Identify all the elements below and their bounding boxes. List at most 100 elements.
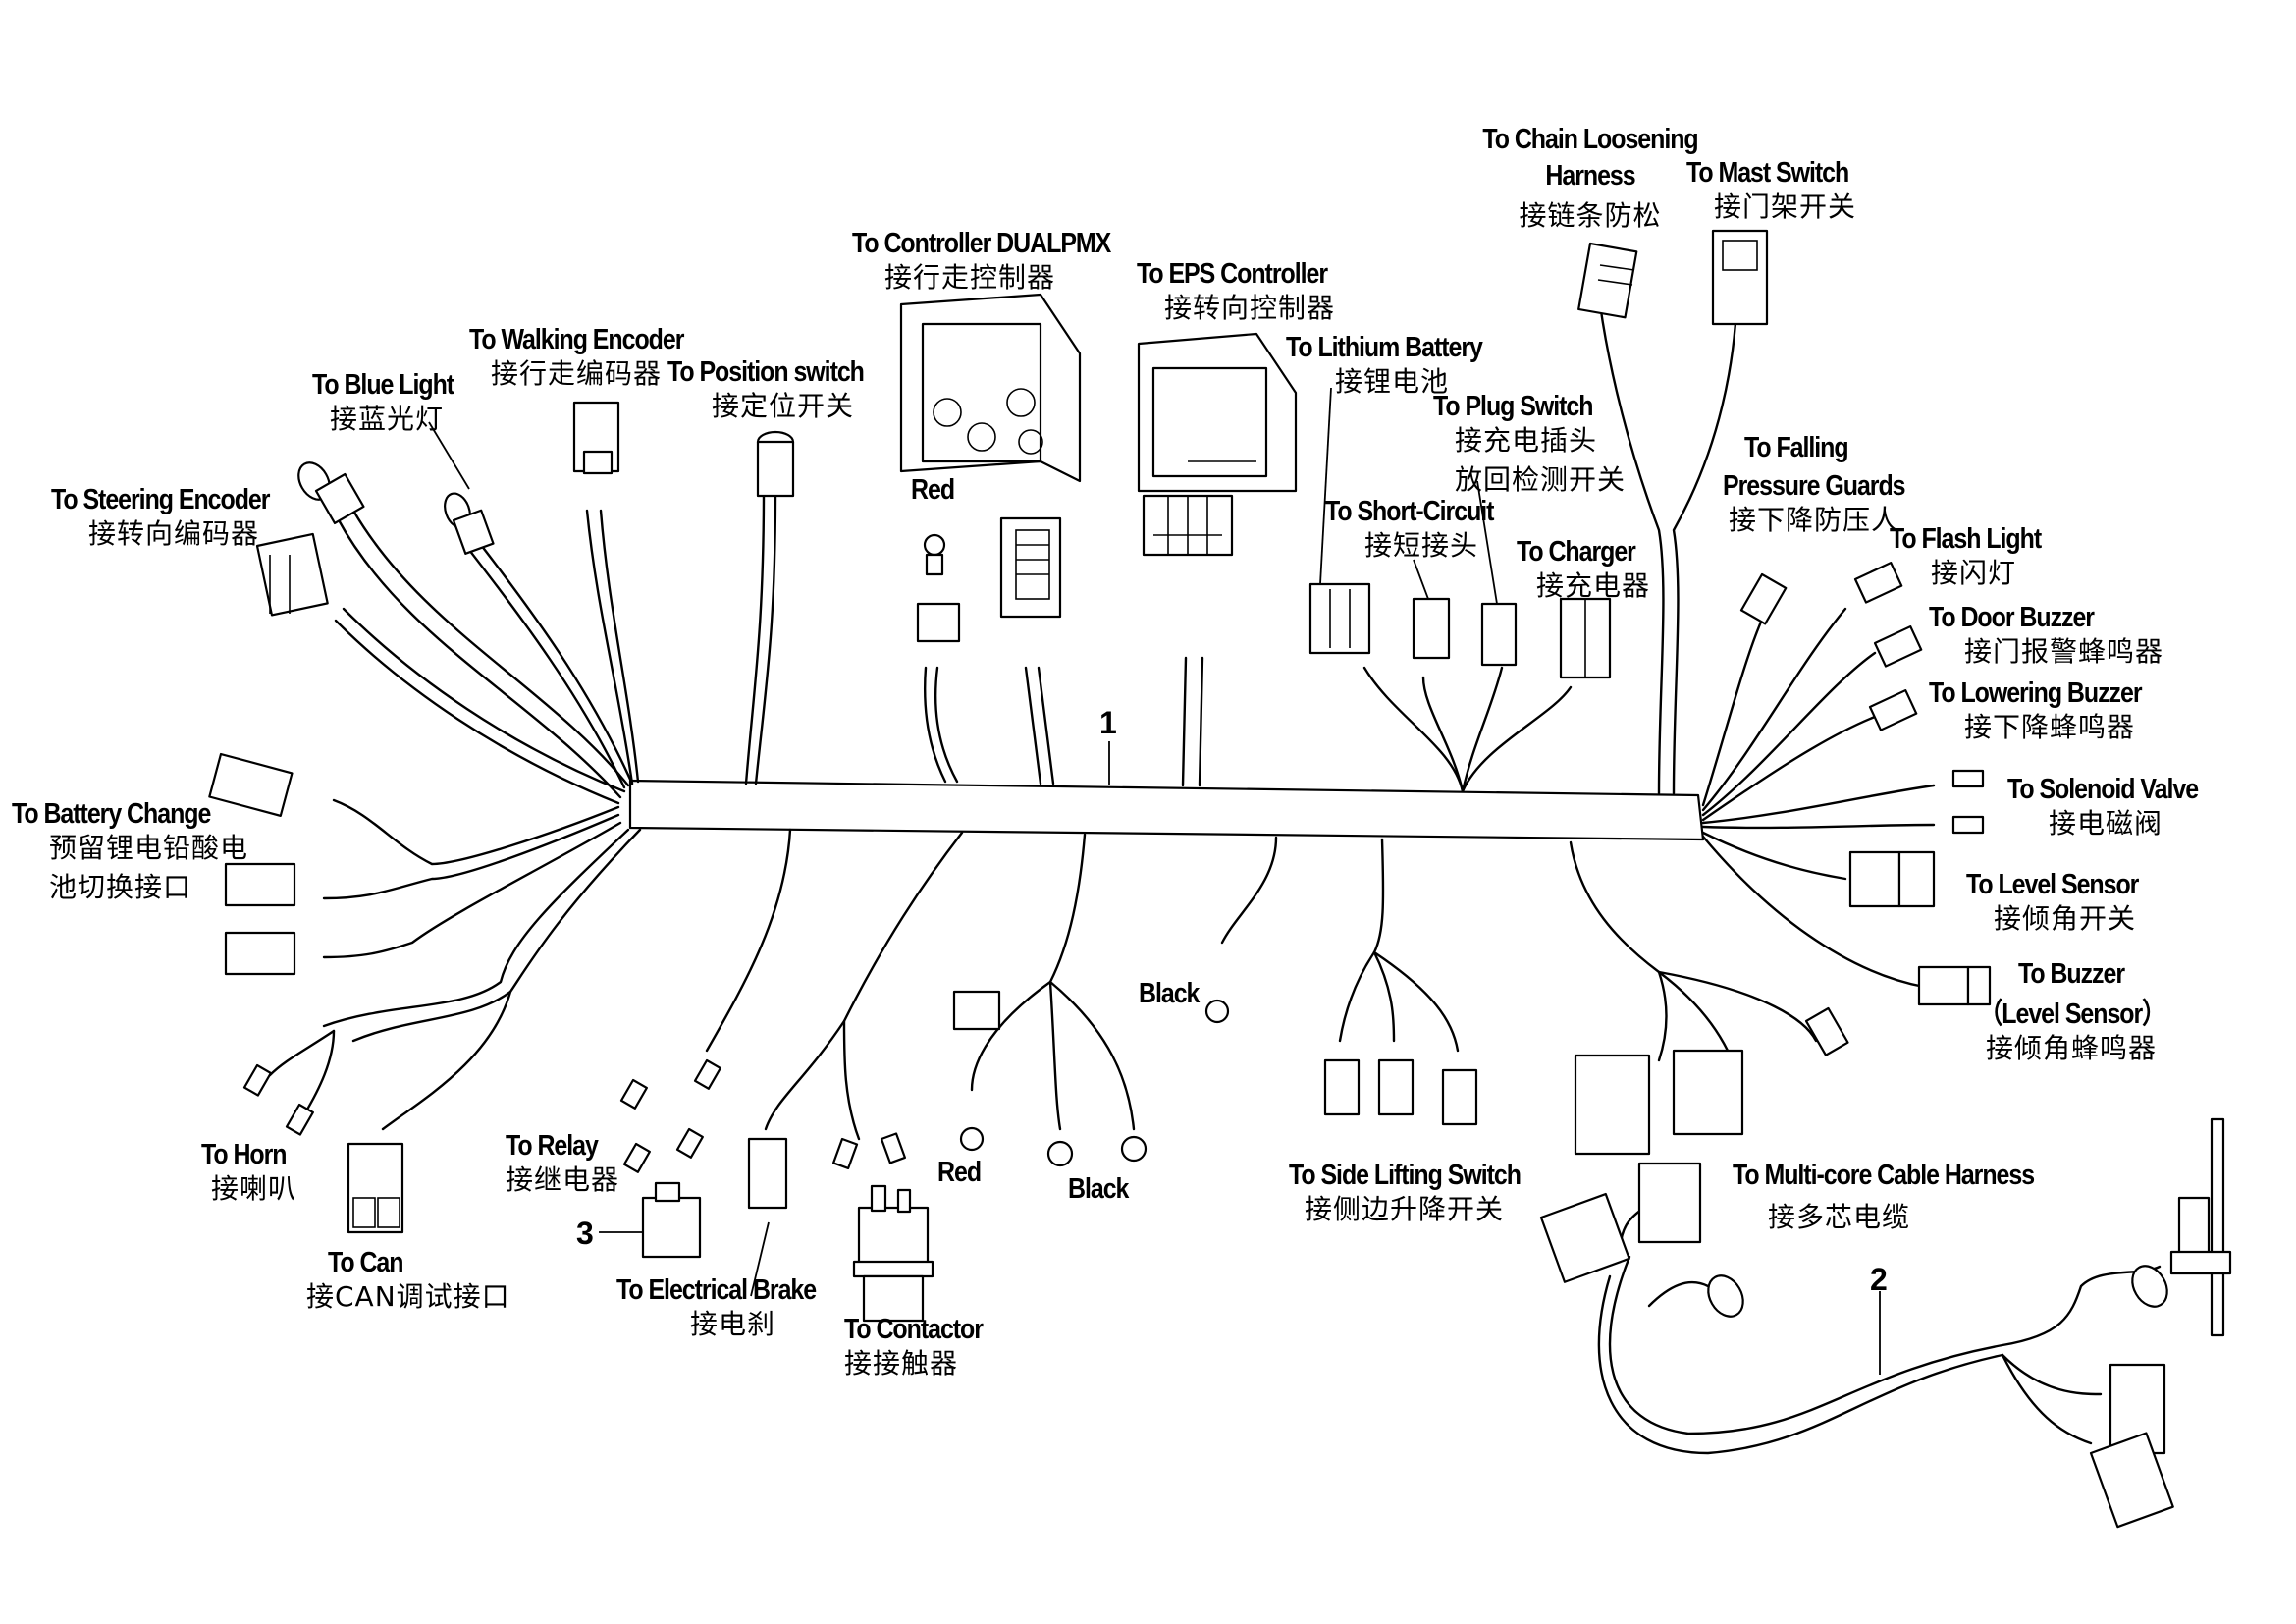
relay-terminals bbox=[619, 1058, 721, 1173]
label-zh: 接充电插头 bbox=[1455, 424, 1598, 457]
label-en: To Battery Change bbox=[12, 798, 211, 830]
label-charger: To Charger 接充电器 bbox=[1517, 538, 1655, 600]
chain-loosening-connector bbox=[1577, 242, 1638, 319]
label-en: To Charger bbox=[1517, 536, 1636, 568]
multi-core-main-connectors bbox=[1574, 1049, 1744, 1156]
wire-color-text: Red bbox=[937, 1157, 982, 1188]
label-buzzer-level-sensor: To Buzzer （Level Sensor） 接倾角蜂鸣器 bbox=[1963, 960, 2179, 1062]
steering-encoder-rect-connector bbox=[255, 532, 329, 617]
plug-switch-connector bbox=[1480, 602, 1518, 667]
label-zh: 接下降蜂鸣器 bbox=[1964, 711, 2136, 743]
horn-terminals bbox=[242, 1063, 314, 1136]
label-en-2: Pressure Guards bbox=[1723, 470, 1906, 502]
label-zh: 接下降防压人 bbox=[1729, 504, 1900, 536]
label-zh: 接闪灯 bbox=[1931, 557, 2017, 589]
wire-color-text: Red bbox=[911, 474, 955, 506]
door-buzzer-connector bbox=[1873, 624, 1923, 668]
label-zh: 接门报警蜂鸣器 bbox=[1964, 635, 2164, 668]
label-zh: 接继电器 bbox=[506, 1164, 620, 1196]
position-switch-connector bbox=[756, 430, 795, 498]
label-zh: 接锂电池 bbox=[1335, 365, 1450, 398]
mast-switch-connector bbox=[1711, 229, 1769, 326]
bottom-drops bbox=[705, 828, 1818, 1141]
label-battery-change: To Battery Change 预留锂电铅酸电 池切换接口 bbox=[12, 800, 248, 901]
label-zh: 接充电器 bbox=[1536, 569, 1651, 602]
label-position-switch: To Position switch 接定位开关 bbox=[667, 358, 895, 420]
level-sensor-connector bbox=[1848, 850, 1936, 908]
label-en: To Lowering Buzzer bbox=[1929, 677, 2143, 709]
left-branches bbox=[268, 489, 777, 1131]
label-door-buzzer: To Door Buzzer 接门报警蜂鸣器 bbox=[1929, 604, 2163, 666]
right-branches bbox=[1701, 607, 1936, 989]
label-zh: 接多芯电缆 bbox=[1768, 1201, 1911, 1233]
falling-pressure-guard-connector bbox=[1739, 572, 1788, 625]
label-zh: 接倾角开关 bbox=[1994, 902, 2137, 935]
label-zh: 接蓝光灯 bbox=[330, 403, 445, 435]
label-zh: 接电磁阀 bbox=[2049, 807, 2163, 839]
label-eps-controller: To EPS Controller 接转向控制器 bbox=[1137, 260, 1359, 322]
label-en: To Horn bbox=[201, 1139, 288, 1170]
label-zh: 预留锂电铅酸电 bbox=[49, 832, 249, 864]
label-en: To Position switch bbox=[667, 356, 865, 388]
label-flash-light: To Flash Light 接闪灯 bbox=[1890, 525, 2065, 587]
label-zh: 接CAN调试接口 bbox=[306, 1280, 510, 1313]
label-en: To Lithium Battery bbox=[1286, 332, 1483, 363]
label-en: To Flash Light bbox=[1890, 523, 2042, 555]
top-drops bbox=[923, 273, 1739, 795]
label-en: To Buzzer bbox=[2017, 958, 2125, 990]
wire-color-text: Black bbox=[1139, 978, 1200, 1009]
eps-plug bbox=[1142, 494, 1234, 557]
harness2-connectors bbox=[1539, 1162, 2174, 1529]
solenoid-valve-terminals bbox=[1951, 769, 1985, 835]
controller-plug bbox=[999, 516, 1062, 619]
side-lifting-connectors bbox=[1323, 1058, 1478, 1126]
relay-unit bbox=[641, 1181, 702, 1259]
label-horn: To Horn 接喇叭 bbox=[201, 1141, 300, 1203]
label-can: To Can 接CAN调试接口 bbox=[306, 1249, 510, 1311]
wire-color-text: Black bbox=[1068, 1173, 1129, 1205]
wire-label-red-bottom: Red bbox=[937, 1159, 988, 1187]
short-circuit-connector bbox=[1412, 597, 1451, 660]
controller-dualpmx-unit bbox=[899, 293, 1082, 483]
label-en: To Chain Loosening bbox=[1482, 124, 1698, 155]
label-zh-2: 池切换接口 bbox=[49, 871, 192, 903]
label-en: To Contactor bbox=[844, 1314, 984, 1345]
label-plug-switch: To Plug Switch 接充电插头 放回检测开关 bbox=[1433, 393, 1626, 494]
label-en: To Relay bbox=[506, 1130, 599, 1162]
label-en: To Falling bbox=[1744, 432, 1849, 463]
contactor-unit bbox=[852, 1184, 934, 1323]
label-multi-core-cable: To Multi-core Cable Harness 接多芯电缆 bbox=[1733, 1162, 2083, 1231]
label-zh: 接定位开关 bbox=[712, 390, 855, 422]
label-en: To Multi-core Cable Harness bbox=[1733, 1160, 2035, 1191]
label-en: To Steering Encoder bbox=[51, 484, 270, 515]
label-short-circuit: To Short-Circuit 接短接头 bbox=[1325, 498, 1521, 560]
wire-label-black-bottom: Black bbox=[1068, 1175, 1138, 1204]
connectors bbox=[208, 229, 2232, 1529]
label-zh: 接链条防松 bbox=[1519, 199, 1662, 232]
label-en-2: Harness bbox=[1545, 160, 1635, 191]
label-controller-dualpmx: To Controller DUALPMX 接行走控制器 bbox=[852, 230, 1152, 292]
label-en: To Level Sensor bbox=[1966, 869, 2139, 900]
label-steering-encoder: To Steering Encoder 接转向编码器 bbox=[51, 486, 305, 548]
label-zh: 接电刹 bbox=[690, 1308, 776, 1340]
label-zh: 接门架开关 bbox=[1714, 190, 1857, 223]
label-en: To Door Buzzer bbox=[1929, 602, 2095, 633]
label-en: To Can bbox=[328, 1247, 404, 1278]
lithium-battery-connector bbox=[1308, 582, 1371, 655]
label-en: To Controller DUALPMX bbox=[852, 228, 1111, 259]
label-lithium-battery: To Lithium Battery 接锂电池 bbox=[1286, 334, 1514, 396]
label-en: To Electrical Brake bbox=[616, 1274, 817, 1306]
red-ring-terminal-bottom bbox=[952, 990, 1001, 1152]
contactor-terminals bbox=[832, 1132, 907, 1170]
level-sensor-probe bbox=[2169, 1117, 2232, 1337]
item-number-3: 3 bbox=[576, 1216, 594, 1251]
label-blue-light: To Blue Light 接蓝光灯 bbox=[312, 371, 477, 433]
label-mast-switch: To Mast Switch 接门架开关 bbox=[1686, 159, 1875, 221]
label-walking-encoder: To Walking Encoder 接行走编码器 bbox=[469, 326, 719, 388]
label-en: To Side Lifting Switch bbox=[1289, 1160, 1522, 1191]
blue-light-connector bbox=[444, 492, 495, 555]
battery-change-connector-3 bbox=[224, 931, 296, 976]
label-en: To Plug Switch bbox=[1433, 391, 1593, 422]
wire-label-red-top: Red bbox=[911, 476, 961, 505]
battery-change-connector-1 bbox=[208, 752, 294, 817]
